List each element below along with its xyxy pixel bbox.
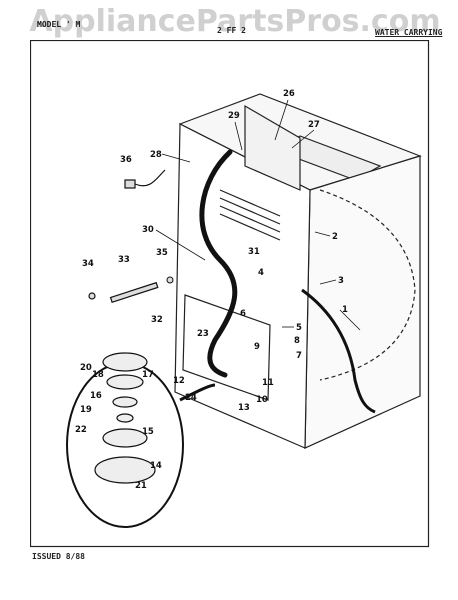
drain-hose [301, 288, 376, 414]
callout-33: 33 [118, 255, 130, 265]
callout-24: 24 [185, 393, 197, 403]
callout-32: 32 [151, 315, 163, 325]
callout-31: 31 [248, 247, 260, 257]
callout-8: 8 [294, 336, 300, 346]
callout-4: 4 [258, 268, 264, 278]
pump-detail-arrow [179, 383, 216, 402]
callout-9: 9 [254, 342, 260, 352]
header-model-number: 2 FF 2 [217, 26, 246, 35]
callout-2: 2 [332, 232, 338, 242]
power-cord-plug [124, 169, 166, 189]
callout-15: 15 [142, 427, 154, 437]
spacer-35 [166, 276, 174, 284]
callout-1: 1 [342, 305, 348, 315]
callout-29: 29 [228, 111, 240, 121]
fill-hose [199, 149, 238, 378]
callout-35: 35 [156, 248, 168, 258]
callout-7: 7 [296, 351, 302, 361]
callout-23: 23 [197, 329, 209, 339]
callout-10: 10 [256, 395, 268, 405]
callout-5: 5 [296, 323, 302, 333]
callout-17: 17 [142, 370, 154, 380]
callout-12: 12 [173, 376, 185, 386]
callout-19: 19 [80, 405, 92, 415]
header-section-title: WATER CARRYING [375, 28, 443, 37]
drawing-border [30, 40, 430, 548]
header-model: MODEL ' M [37, 20, 81, 29]
callout-18: 18 [92, 370, 104, 380]
callout-14: 14 [150, 461, 162, 471]
callout-11: 11 [262, 378, 274, 388]
exploded-view-drawing: 26 27 29 28 36 2 30 31 4 3 33 34 35 32 1… [30, 40, 430, 548]
callout-20: 20 [80, 363, 92, 373]
callout-28: 28 [150, 150, 162, 160]
callout-6: 6 [240, 309, 246, 319]
watermark: AppliancePartsPros.com [29, 4, 441, 39]
callout-36: 36 [120, 155, 132, 165]
issued-date: ISSUED 8/88 [32, 552, 85, 561]
callout-22: 22 [75, 425, 87, 435]
pump-assembly-parts [94, 352, 156, 484]
callout-26: 26 [283, 89, 295, 99]
mounting-bolt [88, 281, 159, 304]
callout-34: 34 [82, 259, 94, 269]
washer-cabinet [174, 93, 422, 449]
leader-lines [155, 99, 361, 331]
callout-21: 21 [135, 481, 147, 491]
callout-labels: 26 27 29 28 36 2 30 31 4 3 33 34 35 32 1… [75, 89, 348, 491]
callout-3: 3 [338, 276, 344, 286]
callout-13: 13 [238, 403, 250, 413]
callout-27: 27 [308, 120, 320, 130]
callout-30: 30 [142, 225, 154, 235]
callout-16: 16 [90, 391, 102, 401]
